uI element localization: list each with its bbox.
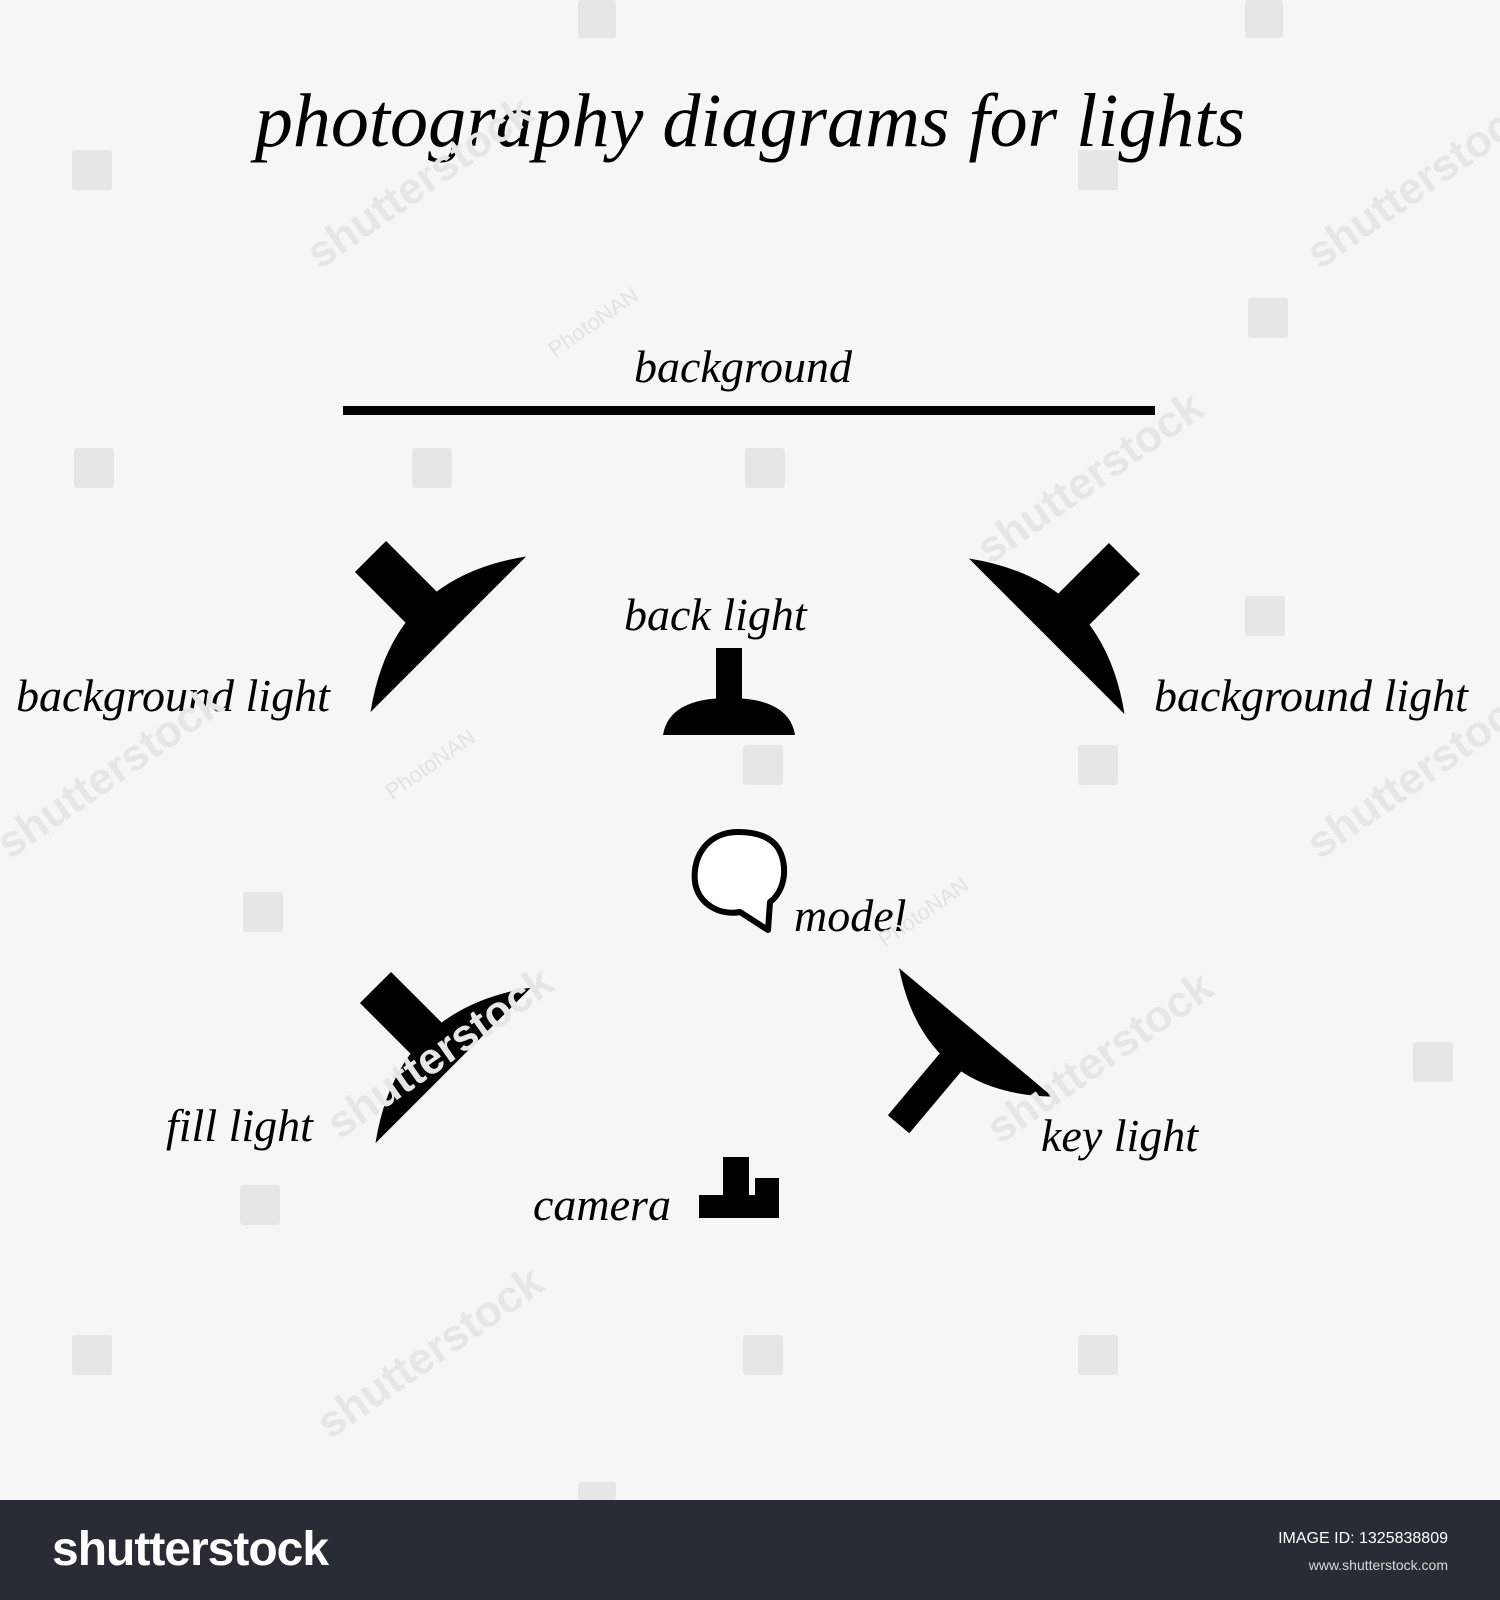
fill-light-label: fill light [166,1100,313,1151]
back-light-label: back light [624,589,807,640]
footer-bar: shutterstock IMAGE ID: 1325838809 www.sh… [0,1500,1500,1600]
footer-url-link[interactable]: www.shutterstock.com [1308,1557,1448,1573]
camera-label: camera [533,1179,671,1230]
key-light-label: key light [1041,1110,1199,1161]
background-label: background [634,341,853,392]
lighting-diagram [343,406,1155,1218]
key-light-icon [887,968,1053,1134]
footer-logo[interactable]: shutterstock [52,1523,329,1576]
model-label: model [794,890,907,941]
back-light-icon [663,648,795,735]
background-line [343,406,1155,415]
background-light-right-label: background light [1154,670,1468,721]
camera-icon [699,1157,779,1218]
background-light-left-label: background light [16,670,330,721]
page-title: photography diagrams for lights [254,79,1246,163]
model-head-icon [691,829,788,933]
image-id-text: IMAGE ID: 1325838809 [1278,1530,1448,1547]
fill-light-icon [359,971,532,1144]
